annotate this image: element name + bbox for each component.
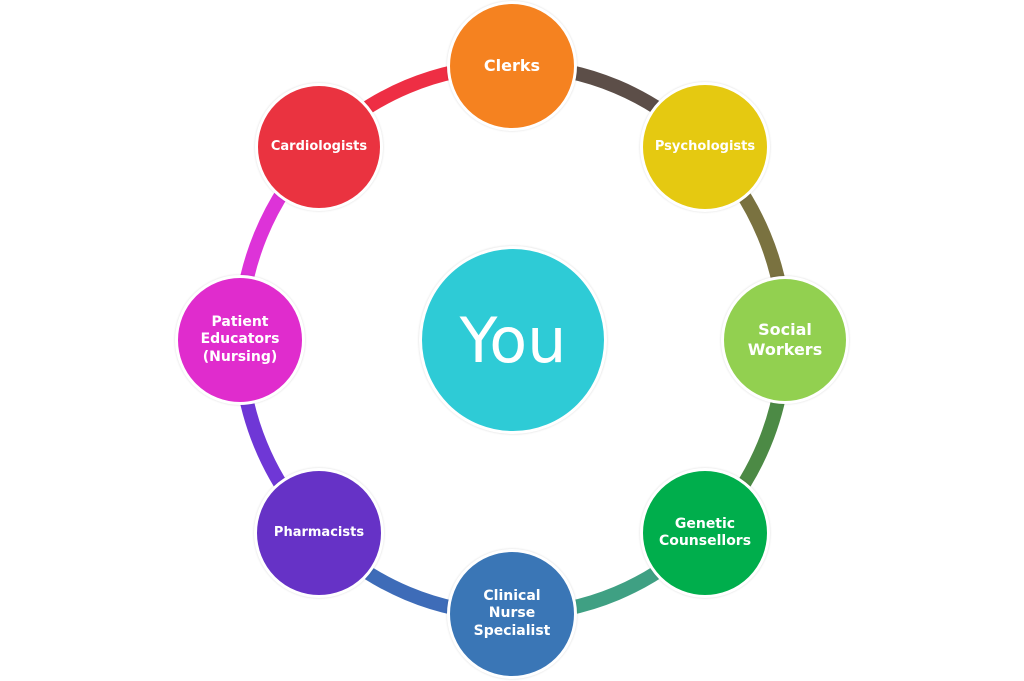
center-node-label: You <box>459 303 567 377</box>
center-node-you: You <box>419 246 607 434</box>
node-label: Social Workers <box>747 320 823 359</box>
node-cardiologists: Cardiologists <box>255 83 383 211</box>
node-psychologists: Psychologists <box>640 82 770 212</box>
node-label: Patient Educators (Nursing) <box>200 313 280 365</box>
node-clerks: Clerks <box>447 1 577 131</box>
node-social-workers: Social Workers <box>721 276 849 404</box>
node-patient-educators: Patient Educators (Nursing) <box>175 275 305 405</box>
node-genetic-counsellors: Genetic Counsellors <box>640 468 770 598</box>
node-label: Pharmacists <box>273 524 365 540</box>
node-label: Genetic Counsellors <box>658 515 752 550</box>
node-label: Psychologists <box>654 138 756 154</box>
node-label: Clinical Nurse Specialist <box>473 587 551 639</box>
node-label: Cardiologists <box>270 138 368 154</box>
node-label: Clerks <box>483 56 541 75</box>
node-clinical-nurse-specialist: Clinical Nurse Specialist <box>447 549 577 679</box>
node-pharmacists: Pharmacists <box>254 468 384 598</box>
